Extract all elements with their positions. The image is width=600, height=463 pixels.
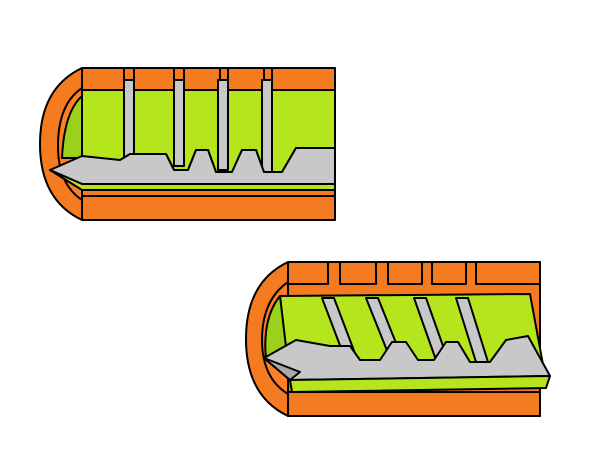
- bottom-rim-block: [339, 261, 377, 285]
- top-assembly-cutaway: [39, 67, 336, 221]
- bottom-rim-block: [387, 261, 423, 285]
- top-core-shade: [49, 169, 336, 191]
- bottom-assembly-cutaway: [245, 261, 551, 417]
- bottom-base-band: [287, 391, 541, 417]
- top-rim-block: [133, 67, 175, 91]
- top-core-cone: [49, 147, 336, 185]
- bottom-core-edge: [289, 375, 551, 393]
- bottom-core-tip: [263, 357, 301, 381]
- top-rim-block: [81, 67, 125, 91]
- bottom-rim-block: [475, 261, 541, 285]
- bottom-rim-block: [431, 261, 467, 285]
- top-sleeve-curve: [61, 95, 83, 159]
- top-rim-block: [227, 67, 265, 91]
- bottom-rim-block: [287, 261, 329, 285]
- top-slot: [261, 79, 273, 173]
- top-slot: [173, 79, 185, 167]
- bottom-core-cone: [263, 335, 551, 381]
- top-base-band: [81, 195, 336, 221]
- top-rim-block: [271, 67, 336, 91]
- top-rim-block: [183, 67, 221, 91]
- top-slot: [217, 79, 229, 171]
- top-slot: [123, 79, 135, 161]
